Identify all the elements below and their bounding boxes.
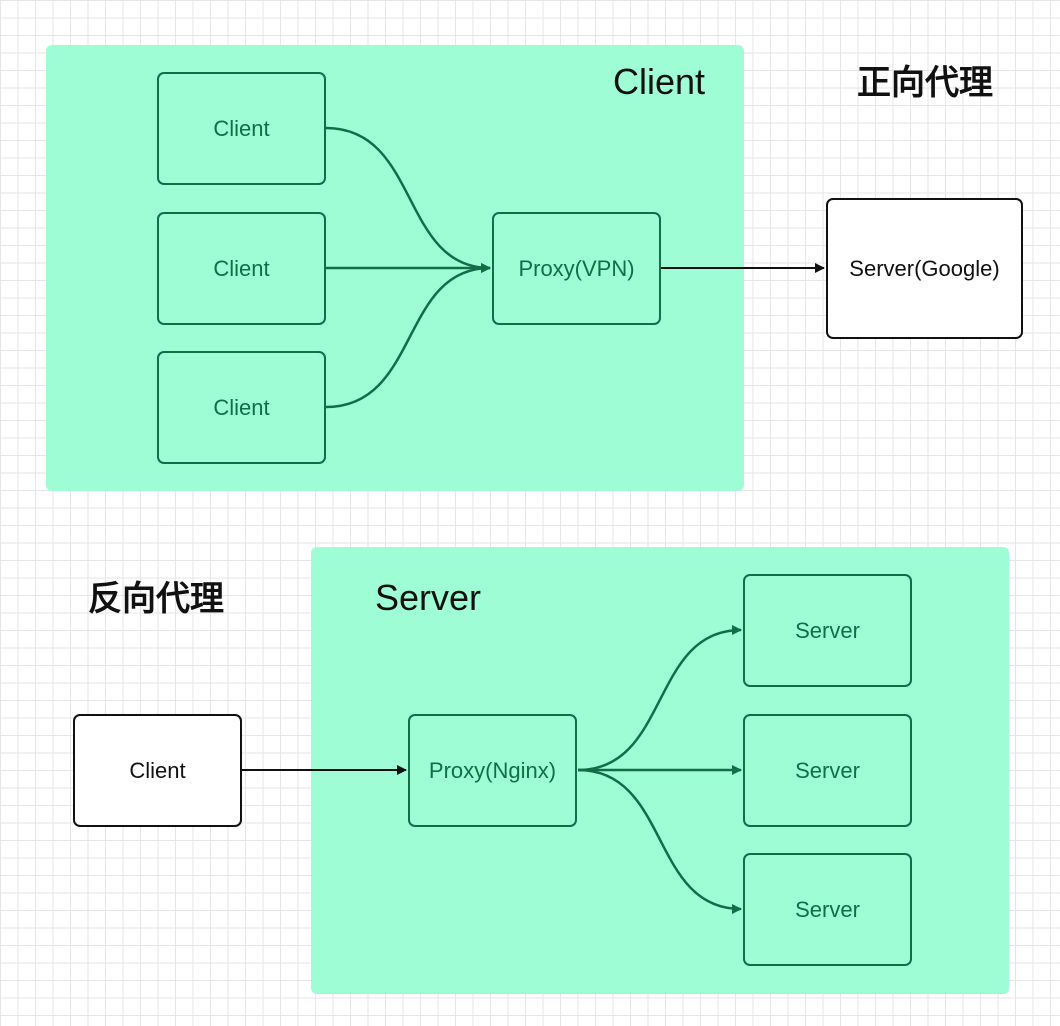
client-node[interactable]: Client: [73, 714, 242, 827]
server-node-3[interactable]: Server: [743, 853, 912, 966]
nginx-proxy-node[interactable]: Proxy(Nginx): [408, 714, 577, 827]
server-region-title: Server: [375, 577, 482, 618]
client-node-2[interactable]: Client: [157, 212, 326, 325]
edge-client3-to-proxy: [325, 263, 491, 409]
forward-proxy-heading: 正向代理: [857, 63, 993, 103]
client-node-1[interactable]: Client: [157, 72, 326, 185]
server-node-2[interactable]: Server: [743, 714, 912, 827]
vpn-proxy-node[interactable]: Proxy(VPN): [492, 212, 661, 325]
reverse-proxy-heading: 反向代理: [88, 579, 224, 619]
edge-client1-to-proxy: [325, 126, 491, 273]
client-region-title: Client: [613, 61, 706, 102]
edge-nginx-to-server3: [577, 768, 742, 914]
client-node-3[interactable]: Client: [157, 351, 326, 464]
edge-nginx-to-server1: [577, 625, 742, 772]
server-node-1[interactable]: Server: [743, 574, 912, 687]
google-server-node[interactable]: Server(Google): [826, 198, 1023, 339]
